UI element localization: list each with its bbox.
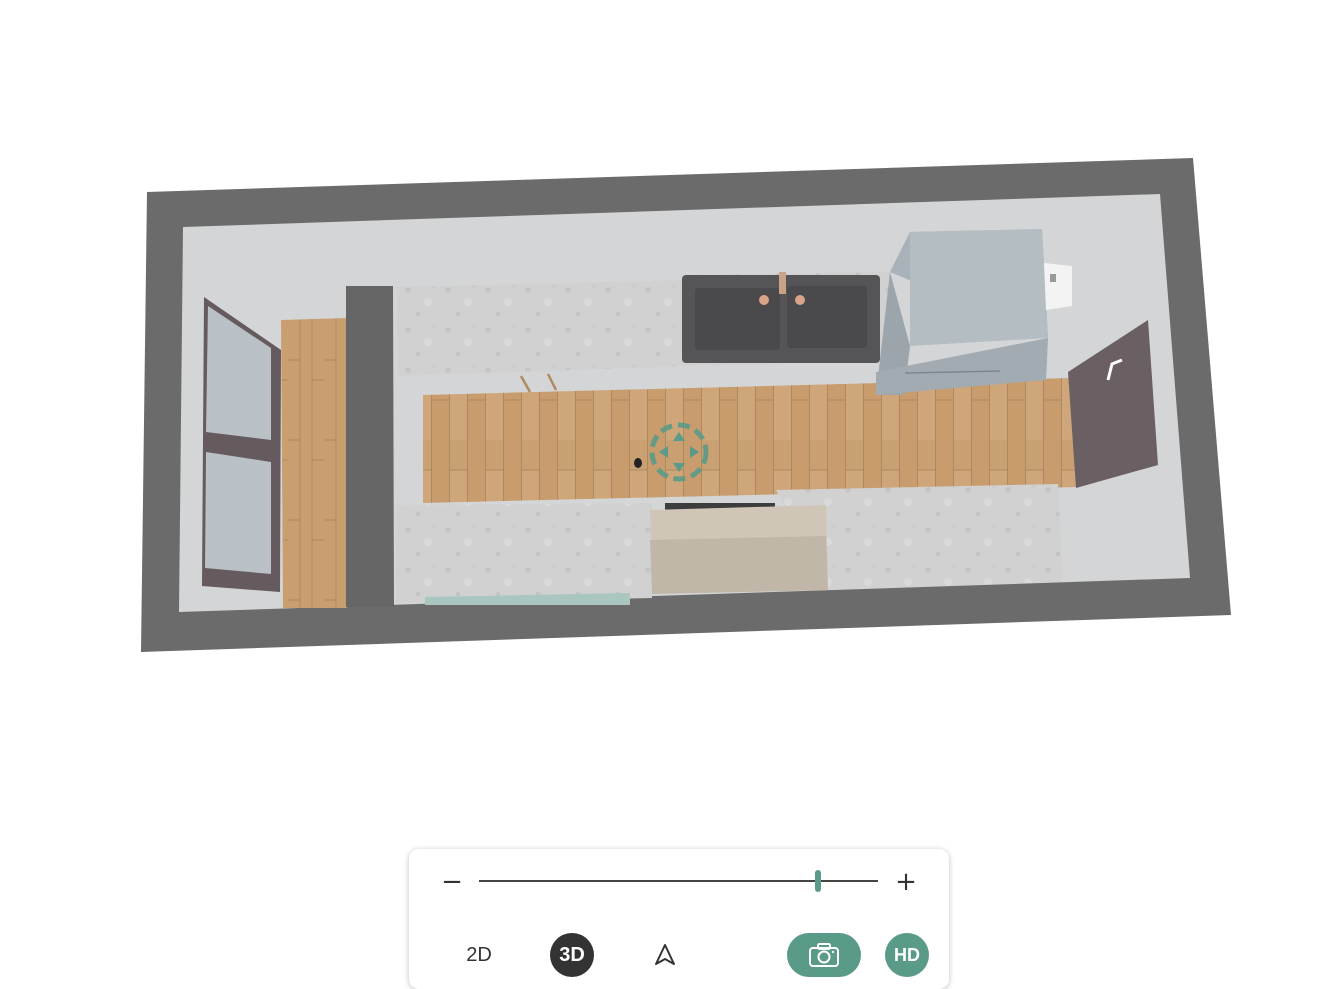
camera-position-marker[interactable]: [649, 422, 709, 482]
view-controls-panel: − + 2D 3D HD: [409, 849, 949, 989]
navigation-arrow-icon: [655, 944, 675, 965]
kitchen-sink: [682, 272, 880, 363]
hd-render-button[interactable]: HD: [885, 933, 929, 977]
cabinet-handle: [546, 373, 558, 391]
main-floor: [423, 378, 1078, 503]
tall-cabinet: [876, 229, 1048, 395]
screenshot-button[interactable]: [787, 933, 861, 977]
mode-2d-button[interactable]: 2D: [466, 943, 492, 966]
front-countertop-right: [776, 484, 1063, 590]
camera-icon: [809, 943, 839, 967]
cabinet-handle: [519, 375, 532, 393]
floor-object: [634, 458, 642, 468]
zoom-slider-thumb[interactable]: [815, 870, 822, 892]
zoom-in-button[interactable]: +: [895, 867, 917, 897]
glass-shelf: [425, 593, 630, 605]
back-countertop: [397, 280, 688, 376]
door: [1068, 320, 1158, 488]
mode-3d-button[interactable]: 3D: [550, 933, 594, 977]
navigate-mode-button[interactable]: [643, 933, 687, 977]
zoom-slider[interactable]: [479, 870, 878, 892]
zoom-out-button[interactable]: −: [441, 867, 463, 897]
partition-wall: [346, 286, 394, 607]
left-window: [202, 297, 281, 592]
left-floor: [281, 318, 347, 608]
cooktop: [650, 503, 828, 594]
wall-basin: [1044, 263, 1072, 310]
front-countertop-left: [396, 503, 652, 603]
